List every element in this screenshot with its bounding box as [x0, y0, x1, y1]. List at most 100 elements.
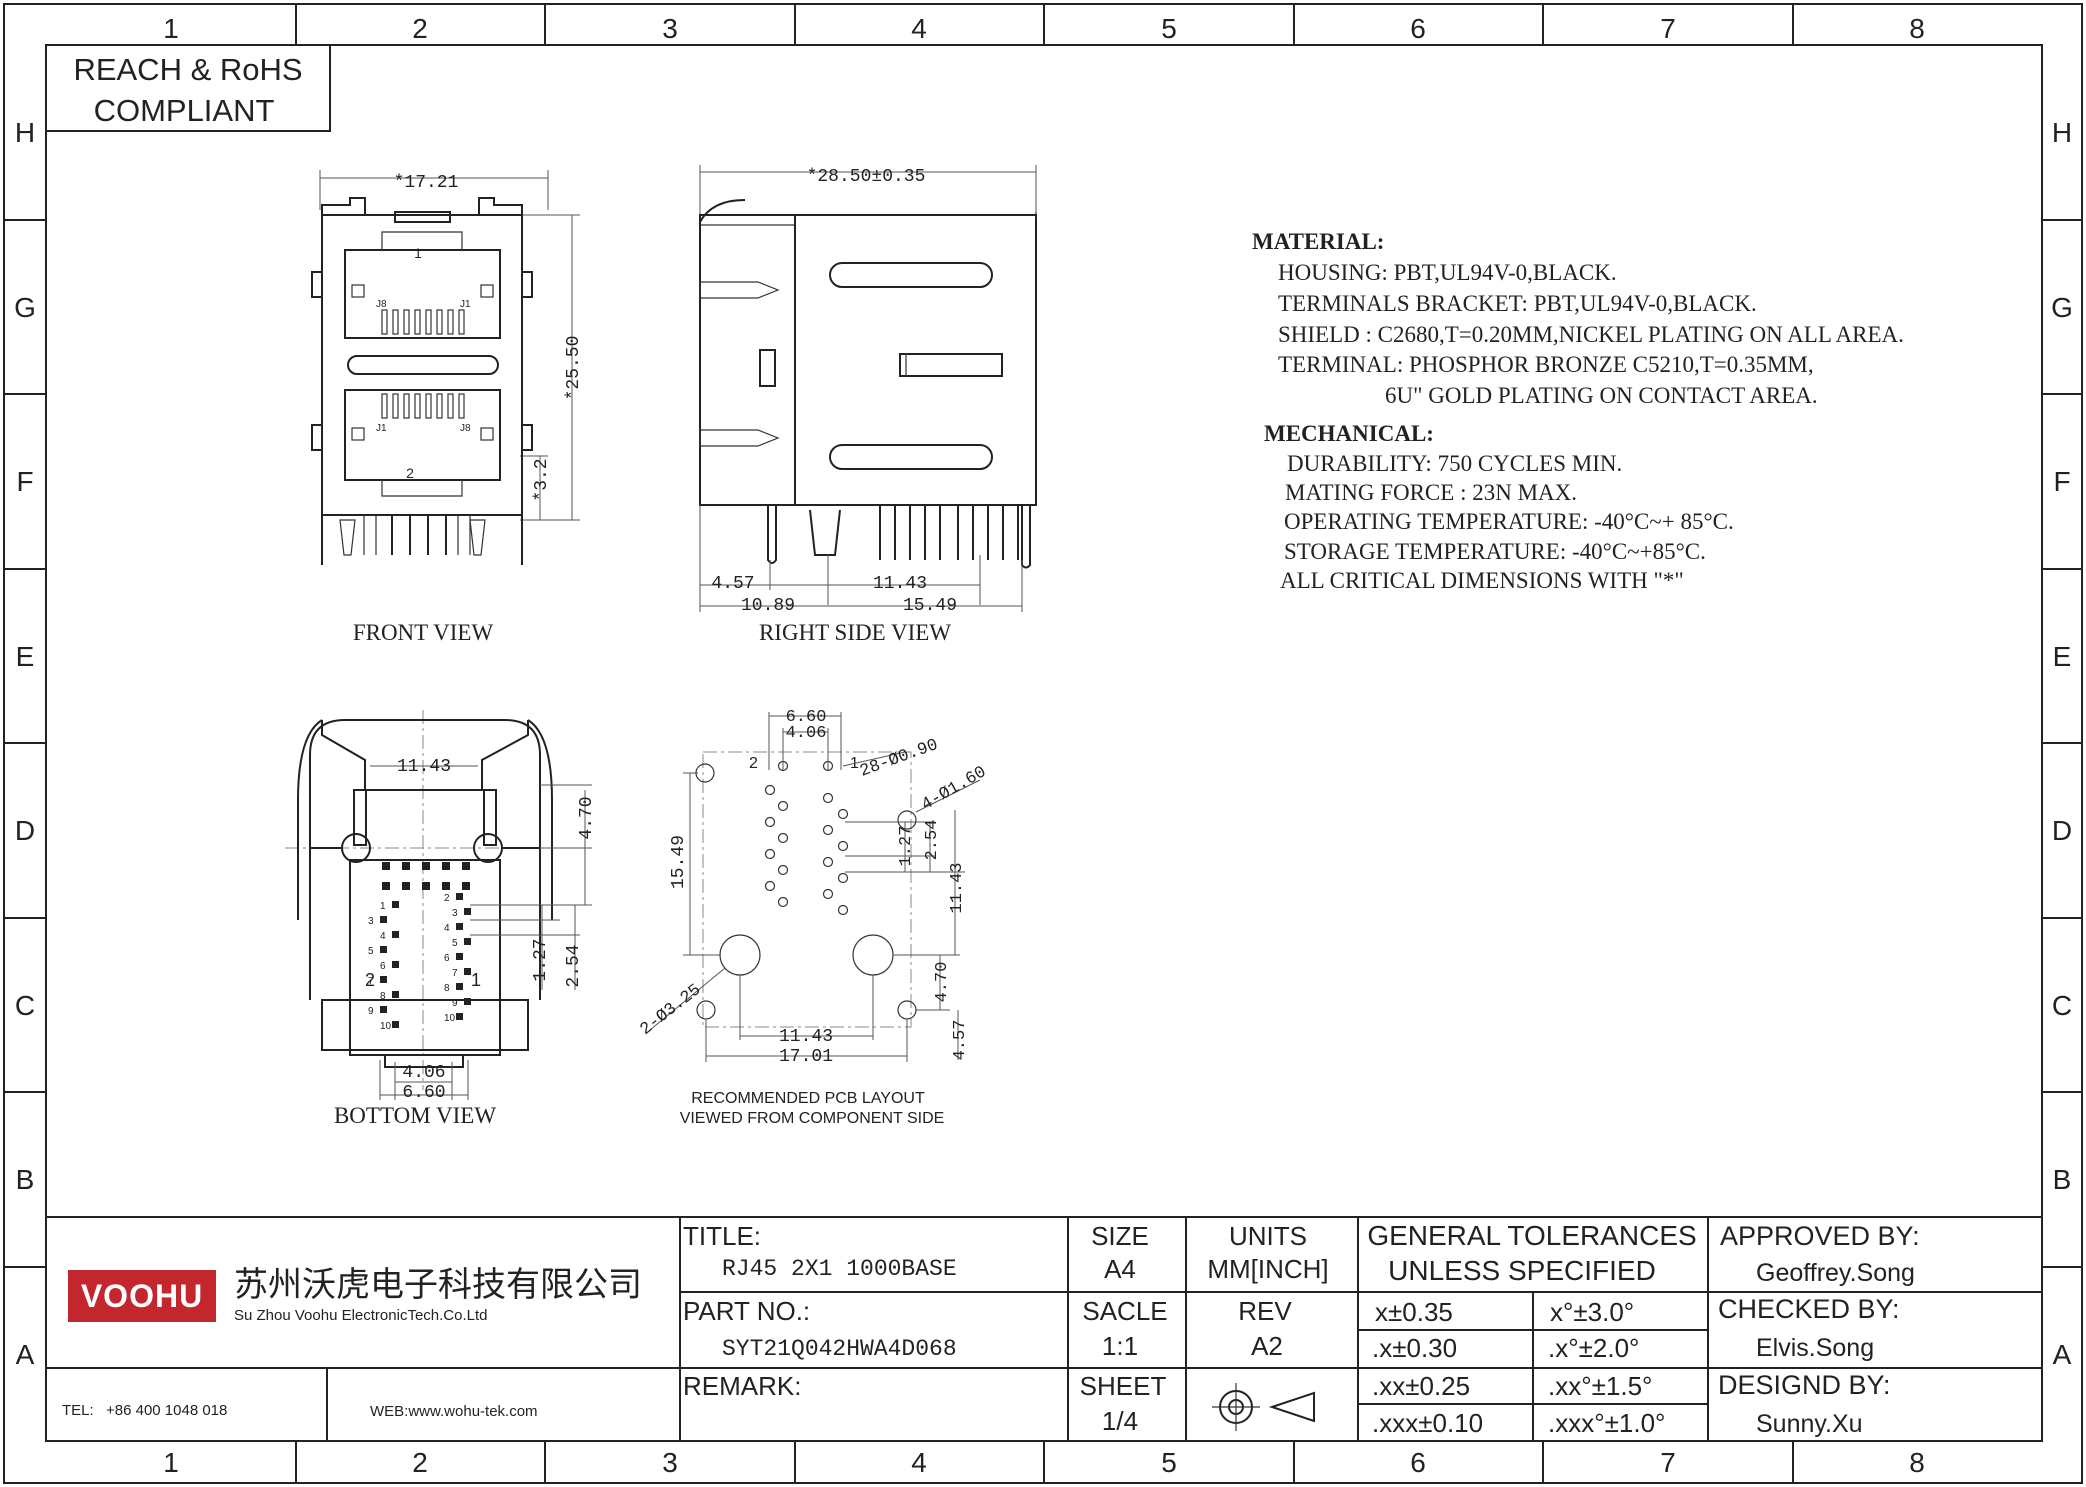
zone-column-label: 7	[1660, 13, 1676, 44]
bottom-pin	[392, 901, 399, 908]
tol-row4-angle: .xxx°±1.0°	[1548, 1408, 1665, 1438]
right-side-view: *28.50±0.35 4.57 11.43 10.89 15.49 RIGHT…	[699, 165, 1037, 645]
zone-column-label: 1	[163, 13, 179, 44]
bottom-pin-label: 1	[380, 901, 386, 912]
front-contact-pin	[436, 393, 443, 419]
bottom-dim-p2: 2.54	[564, 944, 584, 987]
front-port1-label: 1	[414, 245, 422, 261]
front-contact-pin	[381, 393, 388, 419]
size-label: SIZE	[1091, 1221, 1149, 1251]
pcb-hole	[837, 872, 849, 884]
material-line-5: 6U" GOLD PLATING ON CONTACT AREA.	[1385, 383, 1818, 408]
pcb-dim-hole1: 28-Ø0.90	[858, 736, 941, 782]
zone-row-label: B	[16, 1164, 35, 1195]
bottom-pin	[392, 961, 399, 968]
tol-row4-linear: .xxx±0.10	[1372, 1408, 1483, 1438]
tol-row2-linear: .x±0.30	[1372, 1333, 1457, 1363]
bottom-dim-w1: 4.06	[402, 1063, 445, 1083]
pcb-dim-w3: 11.43	[779, 1027, 833, 1047]
bottom-pin-label: 6	[444, 953, 450, 964]
pcb-dim-hole3: 2-Ø3.25	[637, 981, 705, 1040]
pcb-hole	[764, 784, 776, 796]
bottom-square-pin	[382, 882, 390, 890]
units-label: UNITS	[1229, 1221, 1307, 1251]
tel-value: +86 400 1048 018	[106, 1402, 227, 1419]
front-contact-pin	[414, 393, 421, 419]
right-shield-lead	[767, 505, 777, 564]
front-contact-pin	[414, 309, 421, 335]
notes: MATERIAL: HOUSING: PBT,UL94V-0,BLACK. TE…	[1252, 229, 1904, 593]
material-line-3: SHIELD : C2680,T=0.20MM,NICKEL PLATING O…	[1278, 322, 1904, 347]
front-contact-pin	[447, 309, 454, 335]
title-block: VOOHU 苏州沃虎电子科技有限公司 Su Zhou Voohu Electro…	[46, 1216, 2042, 1441]
pcb-dim-w1: 6.60	[786, 708, 827, 727]
front-port2-label: 2	[406, 465, 414, 481]
front-contact-pin	[436, 309, 443, 335]
pcb-port2-label: 2	[749, 755, 758, 772]
pcb-dim-w2: 4.06	[786, 724, 827, 743]
bottom-dim-w2: 6.60	[402, 1083, 445, 1103]
sheet-label: SHEET	[1080, 1371, 1167, 1401]
front-contact-pin	[458, 309, 465, 335]
mechanical-line-4: STORAGE TEMPERATURE: -40°C~+85°C.	[1284, 539, 1706, 564]
bottom-pin	[380, 946, 387, 953]
partno-label: PART NO.:	[683, 1296, 810, 1326]
tel-label: TEL:	[62, 1402, 94, 1419]
right-view-label: RIGHT SIDE VIEW	[759, 620, 951, 645]
zone-column-label: 2	[412, 1447, 428, 1478]
bottom-square-pin	[442, 862, 450, 870]
pcb-label-2: VIEWED FROM COMPONENT SIDE	[680, 1110, 945, 1127]
bottom-pin-label: 10	[380, 1021, 392, 1032]
right-leads	[767, 505, 1031, 569]
designed-value: Sunny.Xu	[1756, 1410, 1863, 1438]
bottom-pin	[464, 908, 471, 915]
mechanical-line-5: ALL CRITICAL DIMENSIONS WITH "*"	[1280, 568, 1684, 593]
zone-row-label: F	[2053, 466, 2070, 497]
front-dim-offset: *3.2	[532, 458, 552, 501]
compliance-line1: REACH & RoHS	[73, 52, 302, 87]
zone-column-label: 8	[1909, 1447, 1925, 1478]
bottom-pin	[456, 893, 463, 900]
zone-row-label: G	[14, 292, 36, 323]
bottom-pin	[456, 923, 463, 930]
zone-column-label: 7	[1660, 1447, 1676, 1478]
company-name-cn: 苏州沃虎电子科技有限公司	[234, 1266, 642, 1304]
right-peg	[809, 509, 841, 556]
front-peg	[339, 519, 356, 556]
tol-row2-angle: .x°±2.0°	[1548, 1333, 1639, 1363]
pcb-hole	[822, 824, 834, 836]
bottom-pin	[380, 1006, 387, 1013]
tolerance-heading-1: GENERAL TOLERANCES	[1367, 1220, 1696, 1251]
bottom-pin	[464, 938, 471, 945]
zone-column-label: 4	[911, 13, 927, 44]
pcb-hole	[822, 856, 834, 868]
front-contact-pin	[458, 393, 465, 419]
bottom-pin-label: 5	[368, 946, 374, 957]
mechanical-line-2: MATING FORCE : 23N MAX.	[1285, 480, 1577, 505]
bottom-pin	[464, 998, 471, 1005]
zone-column-label: 6	[1410, 1447, 1426, 1478]
approved-value: Geoffrey.Song	[1756, 1259, 1915, 1287]
right-dim-d3: 10.89	[741, 596, 795, 616]
right-shield-lead	[1021, 505, 1031, 569]
bottom-square-pin	[402, 882, 410, 890]
front-dim-height: *25.50	[564, 336, 584, 401]
tol-row3-linear: .xx±0.25	[1372, 1371, 1470, 1401]
logo-text: VOOHU	[81, 1278, 203, 1314]
bottom-pin	[380, 916, 387, 923]
bottom-dim-top: 11.43	[397, 757, 451, 777]
zone-row-label: E	[16, 641, 35, 672]
front-pin-j1-top: J1	[460, 299, 471, 310]
scale-value: 1:1	[1102, 1331, 1138, 1361]
approved-label: APPROVED BY:	[1720, 1221, 1920, 1251]
front-contact-pin	[447, 393, 454, 419]
compliance-line2: COMPLIANT	[94, 93, 275, 128]
zone-row-label: C	[15, 990, 35, 1021]
front-contact-pin	[381, 309, 388, 335]
web-value: WEB:www.wohu-tek.com	[370, 1403, 538, 1420]
pcb-label-1: RECOMMENDED PCB LAYOUT	[691, 1090, 925, 1107]
